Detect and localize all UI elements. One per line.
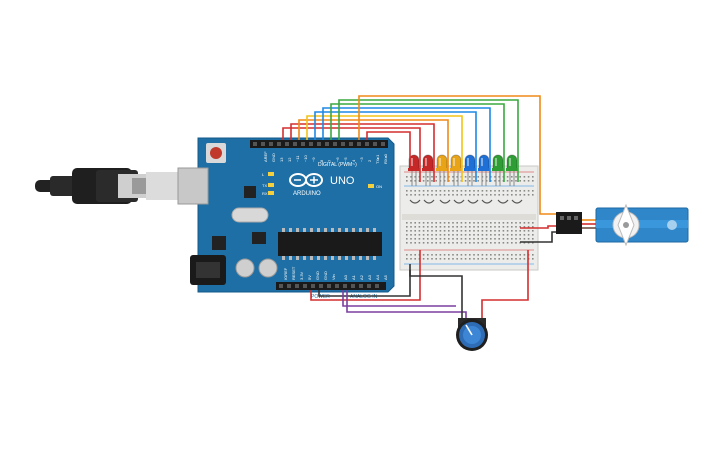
servo-motor-icon[interactable] [556,203,689,247]
svg-text:AREF: AREF [263,151,268,162]
svg-text:~3: ~3 [359,157,364,162]
wire-servo-signal [358,95,560,215]
svg-text:GND: GND [315,271,320,280]
arduino-logo-icon [289,173,323,187]
arduino-board[interactable]: ARDUINO UNO L TX RX ON AREF GND 13 12 ~1… [177,137,395,300]
svg-text:TX: TX [262,183,267,188]
wire-pot-power [481,250,529,332]
svg-text:2: 2 [367,159,372,162]
arduino-brand-label: ARDUINO [293,191,321,197]
wire-gnd [318,264,411,297]
wires [282,95,560,332]
svg-text:13: 13 [279,157,284,162]
wire-5v [310,250,421,301]
led-8[interactable] [506,154,518,186]
led-3[interactable] [436,154,448,186]
wire-11 [298,119,449,182]
led-6[interactable] [478,154,490,186]
led-2[interactable] [422,154,434,186]
svg-text:~5: ~5 [343,157,348,162]
wire-6 [338,99,519,182]
power-label: POWER [311,294,330,300]
svg-text:Vin: Vin [331,274,336,280]
svg-text:12: 12 [287,157,292,162]
svg-text:TX▸1: TX▸1 [375,154,380,164]
usb-port [177,167,209,205]
led-4[interactable] [450,154,462,186]
svg-text:GND: GND [271,153,276,162]
svg-text:IOREF: IOREF [283,267,288,280]
svg-text:RX: RX [262,191,268,196]
svg-text:GND: GND [323,271,328,280]
uno-model-label: UNO [330,175,355,187]
analog-label: ANALOG IN [350,294,378,300]
potentiometer-icon[interactable] [456,318,488,351]
svg-text:ON: ON [376,184,382,189]
svg-text:A5: A5 [383,274,388,280]
svg-text:RESET: RESET [291,266,296,280]
wire-8 [322,107,491,182]
capacitor-2 [258,258,278,278]
svg-text:~11: ~11 [295,155,300,162]
wire-13 [282,127,421,182]
led-5[interactable] [464,154,476,186]
svg-text:RX◂0: RX◂0 [383,153,388,164]
svg-text:A1: A1 [351,274,356,280]
svg-text:7: 7 [327,159,332,162]
svg-text:4: 4 [351,159,356,162]
wire-9 [314,111,477,182]
resistor-array [409,199,523,204]
svg-text:5V: 5V [307,275,312,280]
svg-text:L: L [262,172,265,177]
wire-12 [290,123,435,182]
wire-7 [330,103,505,182]
led-row [408,154,518,186]
digital-label: DIGITAL (PWM~) [318,162,357,168]
wire-2 [366,131,411,166]
capacitor-1 [235,258,255,278]
usb-cable-icon[interactable] [35,168,206,204]
svg-text:A2: A2 [359,274,364,280]
svg-text:A0: A0 [343,274,348,280]
voltage-regulator [212,236,226,250]
crystal [231,207,269,223]
wire-10 [306,115,463,182]
svg-text:3.3V: 3.3V [299,271,304,280]
atmega-chip [278,232,382,256]
wire-a0b [342,290,456,307]
wire-servo-power [520,225,560,229]
wire-pot-gnd [409,270,463,320]
svg-text:A3: A3 [367,274,372,280]
svg-text:A4: A4 [375,274,380,280]
led-7[interactable] [492,154,504,186]
led-1[interactable] [408,154,420,186]
breadboard[interactable] [399,165,539,271]
reset-button-cap[interactable] [210,147,222,159]
svg-text:~9: ~9 [311,157,316,162]
svg-text:~6: ~6 [335,157,340,162]
svg-text:~10: ~10 [303,154,308,162]
svg-text:8: 8 [319,159,324,162]
